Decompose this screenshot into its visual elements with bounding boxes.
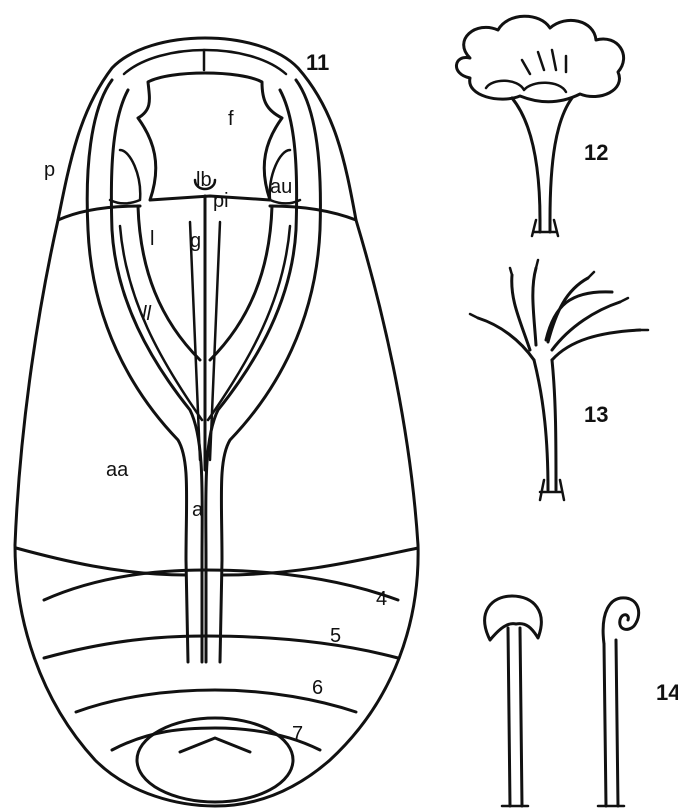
label-lb: lb <box>196 169 212 191</box>
fan-stalk <box>512 98 572 232</box>
figure-number-14: 14 <box>656 680 678 705</box>
branches-right <box>546 278 640 360</box>
structure-figure-12 <box>456 16 623 236</box>
structure-figure-13 <box>470 260 648 500</box>
label-ll: ll <box>142 303 151 325</box>
pupa-body-figure-11 <box>15 38 418 806</box>
branch-tips <box>470 260 648 330</box>
hook-right-head <box>603 598 639 644</box>
label-a: a <box>192 499 204 521</box>
thorax-shoulder-line <box>58 206 356 220</box>
fan-stalk-foot <box>532 220 558 236</box>
galea-right <box>210 222 220 460</box>
figure-number-12: 12 <box>584 140 608 165</box>
segment-number-6: 6 <box>312 677 323 699</box>
hook-right-stalk <box>604 640 618 806</box>
label-aa: aa <box>106 459 129 481</box>
midleg-left <box>120 226 202 420</box>
figure-number-11: 11 <box>306 50 329 75</box>
branches-left <box>478 268 536 360</box>
segment-number-4: 4 <box>376 588 387 610</box>
branch-stalk-foot <box>540 480 564 500</box>
figure-number-13: 13 <box>584 402 608 427</box>
fan-base-lobes <box>486 81 566 92</box>
fan-ridges <box>522 50 566 74</box>
segment-number-5: 5 <box>330 625 341 647</box>
hook-left-head <box>485 596 542 640</box>
label-l: l <box>150 228 154 250</box>
label-f: f <box>228 108 234 130</box>
cremaster-chevron <box>180 738 250 752</box>
midleg-right <box>208 226 290 420</box>
segment-number-7: 7 <box>292 723 303 745</box>
left-eye-ring <box>110 150 140 203</box>
label-pi: pi <box>213 190 229 212</box>
branch-stalk <box>534 360 556 490</box>
label-au: au <box>270 176 292 198</box>
cremaster-plate <box>137 718 293 802</box>
label-g: g <box>190 230 201 252</box>
hook-left-stalk <box>508 628 522 806</box>
label-p: p <box>44 159 55 181</box>
structure-figure-14 <box>485 596 639 806</box>
